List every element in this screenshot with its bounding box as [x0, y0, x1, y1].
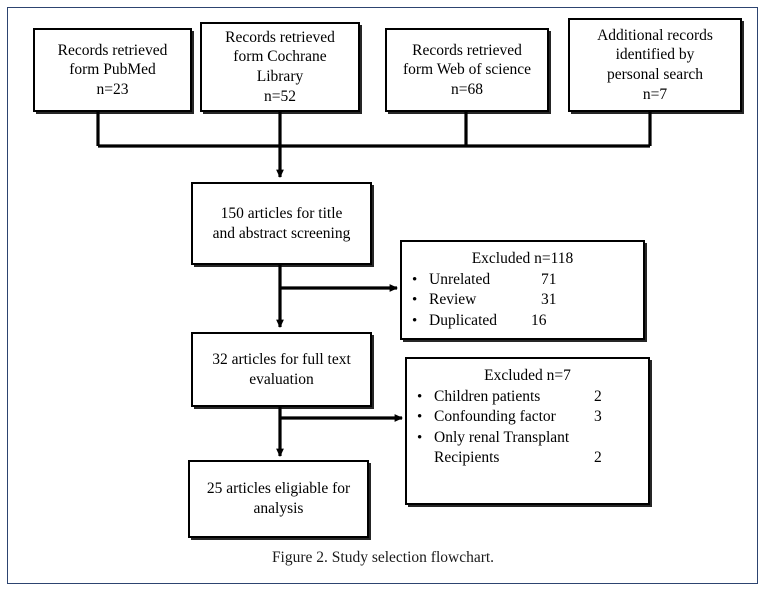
list-item: • Confounding factor 3: [417, 407, 638, 428]
excluded-fulltext-count-1: 3: [594, 408, 602, 426]
source-pubmed-line3: n=23: [96, 80, 129, 98]
excluded-screening-count-0: 71: [541, 270, 557, 288]
source-pubmed-line2: form PubMed: [69, 61, 156, 79]
list-item: • Unrelated 71: [412, 270, 633, 291]
source-cochrane-line4: n=52: [264, 87, 296, 105]
source-personal-line1: Additional records: [597, 26, 713, 44]
excluded-fulltext-label-3: Recipients: [434, 449, 500, 467]
excluded-screening-list: • Unrelated 71 • Review 31 • Duplicated …: [412, 270, 633, 332]
stage-fulltext-line2: evaluation: [249, 370, 314, 388]
bullet-icon: •: [417, 429, 423, 446]
excluded-screening-title: Excluded n=118: [471, 250, 574, 267]
source-personal-line3: personal search: [607, 66, 703, 83]
excluded-fulltext-label-0: Children patients: [434, 387, 541, 405]
excluded-fulltext-list: • Children patients 2 • Confounding fact…: [417, 387, 638, 469]
list-item: • Recipients 2: [417, 448, 638, 469]
excluded-screening-label-1: Review: [429, 291, 477, 309]
excluded-screening-label-0: Unrelated: [429, 270, 491, 288]
source-wos-line1: Records retrieved: [412, 41, 522, 59]
source-wos-line2: form Web of science: [402, 61, 531, 79]
figure-caption: Figure 2. Study selection flowchart.: [271, 549, 495, 566]
excluded-fulltext-count-0: 2: [594, 387, 602, 405]
source-box-personal-search: Additional records identified by persona…: [568, 18, 742, 112]
source-personal-line4: n=7: [642, 85, 668, 103]
bullet-icon: •: [412, 312, 418, 329]
excluded-fulltext-title: Excluded n=7: [484, 367, 571, 384]
source-cochrane-line1: Records retrieved: [225, 28, 335, 46]
stage-box-fulltext: 32 articles for full text evaluation: [191, 332, 372, 407]
excluded-fulltext-count-3: 2: [594, 449, 602, 467]
excluded-screening-count-1: 31: [541, 291, 557, 309]
source-box-web-of-science: Records retrieved form Web of science n=…: [385, 28, 549, 112]
stage-box-screening: 150 articles for title and abstract scre…: [191, 182, 372, 265]
source-wos-line3: n=68: [451, 80, 483, 98]
list-item: • Children patients 2: [417, 387, 638, 408]
source-cochrane-line2: form Cochrane: [233, 48, 327, 66]
excluded-screening-count-2: 16: [531, 311, 547, 329]
excluded-box-fulltext: Excluded n=7 • Children patients 2 • Con…: [405, 357, 650, 505]
excluded-box-screening: Excluded n=118 • Unrelated 71 • Review 3…: [400, 240, 645, 340]
bullet-icon: •: [417, 388, 423, 405]
list-item: • Only renal Transplant: [417, 428, 638, 449]
stage-included-line2: analysis: [253, 500, 304, 517]
excluded-fulltext-label-2: Only renal Transplant: [434, 428, 570, 446]
stage-screening-line1: 150 articles for title: [220, 204, 343, 222]
list-item: • Duplicated 16: [412, 311, 633, 332]
stage-fulltext-line1: 32 articles for full text: [212, 350, 351, 368]
bullet-icon: •: [417, 409, 423, 426]
bullet-icon: •: [412, 292, 418, 309]
source-cochrane-line3: Library: [256, 68, 304, 85]
source-personal-line2: identified by: [615, 46, 695, 64]
source-box-pubmed: Records retrieved form PubMed n=23: [33, 28, 192, 112]
stage-box-included: 25 articles eligiable for analysis: [188, 460, 369, 538]
list-item: • Review 31: [412, 290, 633, 311]
excluded-fulltext-label-1: Confounding factor: [434, 408, 556, 426]
stage-included-line1: 25 articles eligiable for: [206, 480, 351, 498]
source-box-cochrane: Records retrieved form Cochrane Library …: [200, 22, 360, 112]
stage-screening-line2: and abstract screening: [212, 224, 351, 242]
excluded-screening-label-2: Duplicated: [429, 311, 498, 329]
bullet-icon: •: [412, 271, 418, 288]
source-pubmed-line1: Records retrieved: [57, 41, 168, 59]
